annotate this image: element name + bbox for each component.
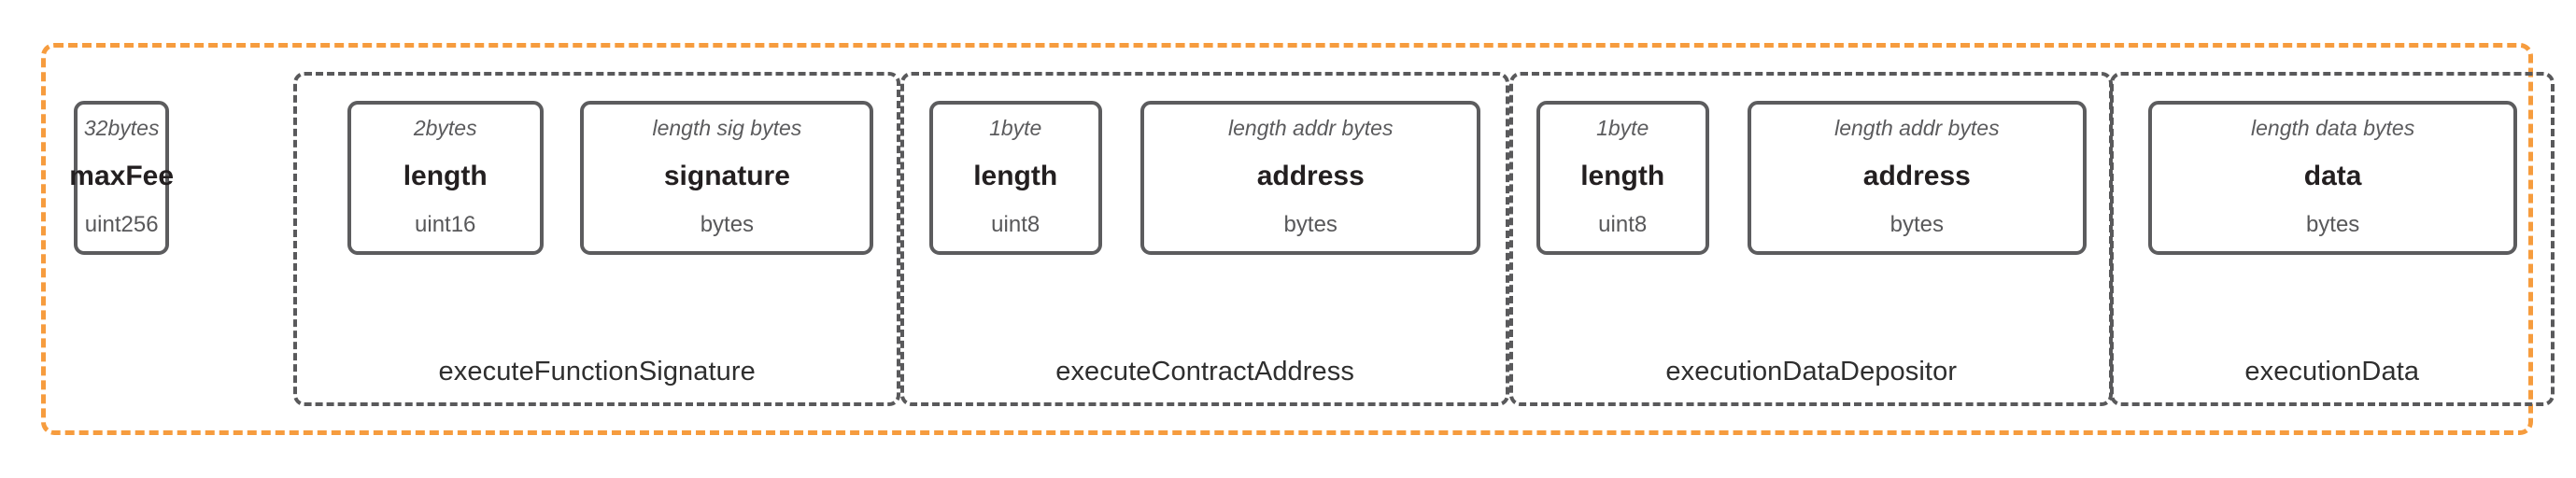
field-size-label: 2bytes — [413, 115, 477, 140]
field-size-label: 1byte — [989, 115, 1042, 140]
field-name-label: address — [1862, 160, 1971, 191]
field-box-maxFee: 32bytes maxFee uint256 — [69, 100, 174, 255]
field-name-label: maxFee — [69, 160, 175, 191]
group-caption-executeContractAddress: executeContractAddress — [1055, 356, 1354, 387]
field-box-sig-length: 2bytes length uint16 — [347, 100, 544, 255]
field-box-depositor-address: length addr bytes address bytes — [1747, 100, 2087, 255]
field-name-label: data — [2303, 160, 2362, 191]
field-type-label: bytes — [2305, 211, 2360, 237]
field-type-label: uint8 — [991, 211, 1040, 237]
field-box-contract-length: 1byte length uint8 — [928, 100, 1102, 255]
field-box-contract-address: length addr bytes address bytes — [1139, 100, 1481, 255]
field-type-label: bytes — [700, 211, 755, 237]
group-executeFunctionSignature: executeFunctionSignature — [293, 72, 901, 406]
field-name-label: address — [1256, 160, 1365, 191]
field-type-label: bytes — [1890, 211, 1945, 237]
field-type-label: uint8 — [1598, 211, 1648, 237]
field-box-execution-data: length data bytes data bytes — [2148, 100, 2518, 255]
field-size-label: 32bytes — [83, 115, 160, 140]
group-caption-executionData: executionData — [2244, 356, 2420, 387]
group-caption-executionDataDepositor: executionDataDepositor — [1665, 356, 1958, 387]
field-type-label: uint16 — [415, 211, 476, 237]
field-box-sig-signature: length sig bytes signature bytes — [580, 100, 874, 255]
field-type-label: bytes — [1283, 211, 1338, 237]
field-name-label: length — [973, 160, 1058, 191]
field-size-label: length addr bytes — [1228, 115, 1394, 140]
field-type-label: uint256 — [84, 211, 159, 237]
field-size-label: length data bytes — [2251, 115, 2415, 140]
group-executionDataDepositor: executionDataDepositor — [1509, 72, 2114, 406]
field-size-label: 1byte — [1596, 115, 1649, 140]
field-size-label: length addr bytes — [1834, 115, 2000, 140]
field-name-label: signature — [663, 160, 790, 191]
field-name-label: length — [1580, 160, 1665, 191]
group-executionData: executionData — [2109, 72, 2555, 406]
field-name-label: length — [403, 160, 488, 191]
field-box-depositor-length: 1byte length uint8 — [1536, 100, 1709, 255]
group-caption-executeFunctionSignature: executeFunctionSignature — [438, 356, 756, 387]
field-size-label: length sig bytes — [652, 115, 802, 140]
group-executeContractAddress: executeContractAddress — [900, 72, 1509, 406]
outer-dashed-frame — [41, 43, 2533, 435]
